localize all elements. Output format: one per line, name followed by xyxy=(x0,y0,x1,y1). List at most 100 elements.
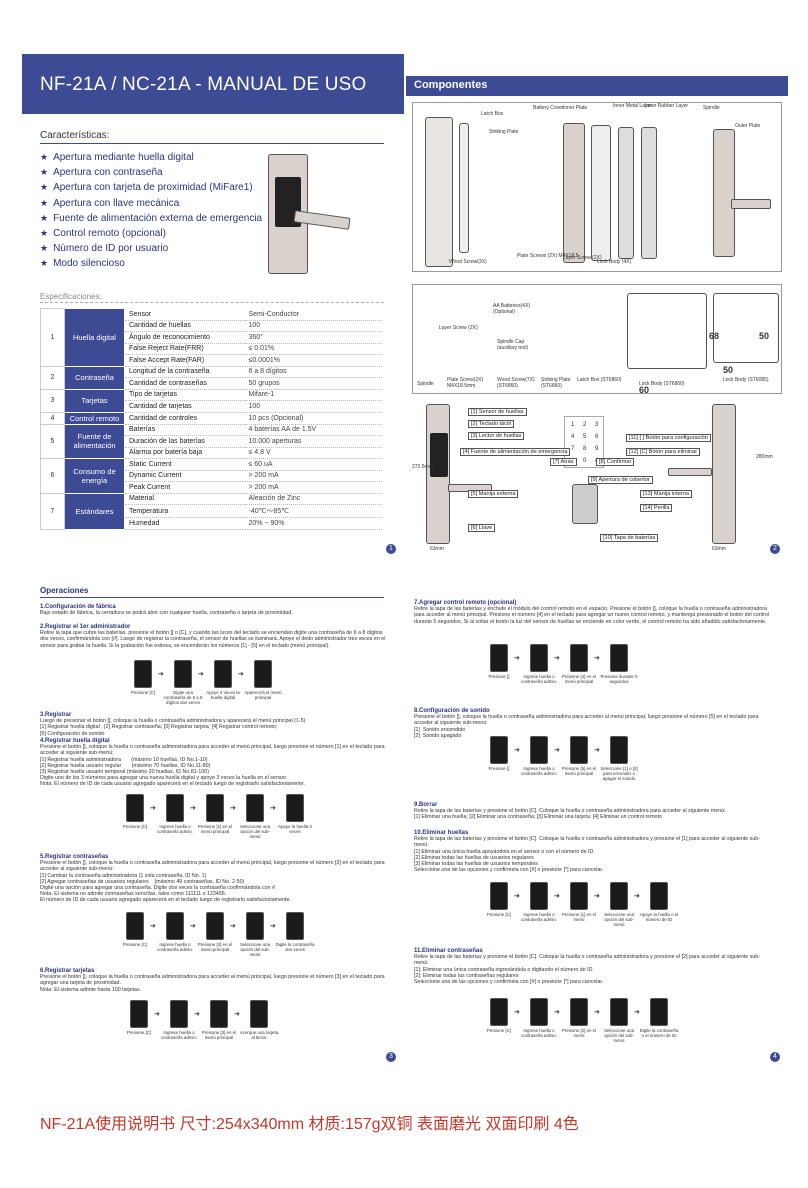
step-lock-icon xyxy=(570,736,588,764)
operation-heading: 5.Registrar contraseñas xyxy=(40,854,109,860)
spec-num: 5 xyxy=(40,423,65,459)
callout-label: [6] Llave xyxy=(468,524,496,532)
step-caption: Presione [5] en el menú principal xyxy=(561,766,597,776)
step-lock-icon xyxy=(126,912,144,940)
step-caption: Ingrese huella o contraseña admin. xyxy=(520,912,558,922)
step-caption: Presione [2] en el menú principal xyxy=(197,942,233,952)
arrow-icon: ➔ xyxy=(150,923,156,930)
spec-category: Tarjetas xyxy=(64,388,125,413)
part-label: Spindle xyxy=(417,381,434,387)
spec-item: Duración de las baterías xyxy=(124,435,245,448)
spec-item: Cantidad de controles xyxy=(124,412,245,425)
spec-value: 100 xyxy=(244,320,382,332)
spec-row: Temperatura-40℃～85℃ xyxy=(41,504,382,518)
operation-text: Retire la tapa de las baterías y presion… xyxy=(414,808,726,821)
operation-text: Bajo estado de fábrica, la cerradura se … xyxy=(40,610,293,617)
arrow-icon: ➔ xyxy=(194,1011,200,1018)
components-band: Componentes xyxy=(406,76,788,96)
step-caption: Ingrese huella o contraseña admin. xyxy=(156,942,194,952)
spec-value: ≤ 60 uA xyxy=(244,458,382,471)
callout-label: [5] Manija externa xyxy=(468,490,519,498)
spec-category: Huella digital xyxy=(64,308,125,367)
keypad-key: 1 xyxy=(571,422,575,428)
spec-item: Material xyxy=(124,493,245,505)
arrow-icon: ➔ xyxy=(514,1009,520,1016)
operation-text: Presione el botón [], coloque la huella … xyxy=(40,860,385,904)
operation-text: Presione el botón [], coloque la huella … xyxy=(414,714,759,739)
step-lock-icon xyxy=(610,882,628,910)
callout-label: [13] Manija interna xyxy=(640,490,693,498)
step-caption: Seleccione una opción del sub-menú xyxy=(239,942,271,957)
part-label: Latch Box (ST6860) xyxy=(577,377,622,383)
keypad-key: 0 xyxy=(583,458,587,464)
step-lock-icon xyxy=(490,882,508,910)
step-caption: Aparecerá el menú principal xyxy=(244,690,282,700)
spec-item: Cantidad de tarjetas xyxy=(124,400,245,413)
arrow-icon: ➔ xyxy=(554,1009,560,1016)
spec-num: 7 xyxy=(40,492,65,530)
feature-item: Apertura con tarjeta de proximidad (MiFa… xyxy=(40,180,262,195)
page-number: 2 xyxy=(770,544,780,554)
arrow-icon: ➔ xyxy=(594,1009,600,1016)
step-sequence: Presione [C] ➔ Ingrese huella o contraseña… xyxy=(487,998,690,1043)
exploded-label: Plate Screws (2X) M4X18.5 xyxy=(517,253,579,259)
feature-item: Fuente de alimentación externa de emerge… xyxy=(40,211,262,226)
arrow-icon: ➔ xyxy=(234,1011,240,1018)
part-label: Lock Body (ST6085) xyxy=(723,377,769,383)
step-caption: Presione [C] xyxy=(486,1028,512,1033)
parts-view: Layer Screw (2X)AA Batteries(4X) (Option… xyxy=(412,284,782,395)
arrow-icon: ➔ xyxy=(554,655,560,662)
arrow-icon: ➔ xyxy=(270,923,276,930)
spec-item: Tipo de tarjetas xyxy=(124,389,245,401)
exploded-label: Inner Plate xyxy=(563,105,588,111)
operation-text: Retire la tapa de las baterías y presion… xyxy=(414,836,760,874)
step-sequence: Presione [C]➔Ingrese huella o contraseña… xyxy=(123,912,326,957)
step-caption: Presione [C] xyxy=(486,912,512,917)
spec-category: Control remoto xyxy=(64,411,125,425)
step-lock-icon xyxy=(206,912,224,940)
step-sequence: Presione [C] ➔ Ingrese huella o contraseña… xyxy=(487,882,690,927)
part-label: Layer Screw (2X) xyxy=(439,325,478,331)
title-band: NF-21A / NC-21A - MANUAL DE USO xyxy=(22,54,404,114)
page-number: 1 xyxy=(386,544,396,554)
step-lock-icon xyxy=(126,794,144,822)
step-lock-icon xyxy=(490,998,508,1026)
spec-category: Estándares xyxy=(64,492,125,530)
spec-num: 3 xyxy=(40,388,65,413)
arrow-icon: ➔ xyxy=(554,893,560,900)
step-lock-icon xyxy=(570,644,588,672)
step-caption: Digite una contraseña de 6 a 8 dígitos d… xyxy=(163,690,203,705)
keypad-key: 8 xyxy=(583,446,587,452)
arrow-icon: ➔ xyxy=(514,747,520,754)
exploded-label: Outer Plate xyxy=(735,123,761,129)
step-caption: Ingrese huella o contraseña admin. xyxy=(520,1028,558,1038)
step-lock-icon xyxy=(650,998,668,1026)
spec-category: Consumo de energía xyxy=(64,458,125,494)
step-lock-icon xyxy=(166,912,184,940)
arrow-icon: ➔ xyxy=(270,805,276,812)
exploded-label: Wood Screw(3X) xyxy=(449,259,487,265)
step-lock-icon xyxy=(570,998,588,1026)
keypad-key: 4 xyxy=(571,434,575,440)
spec-value: 50 grupos xyxy=(244,377,382,390)
arrow-icon: ➔ xyxy=(238,671,244,678)
spec-value: 360° xyxy=(244,331,382,344)
step-lock-icon xyxy=(530,882,548,910)
step-lock-icon xyxy=(254,660,272,688)
arrow-icon: ➔ xyxy=(514,655,520,662)
operation-heading: 10.Eliminar huellas xyxy=(414,830,469,836)
size-label: 63mm xyxy=(712,546,726,552)
operation-heading: 9.Borrar xyxy=(414,802,438,808)
step-lock-icon xyxy=(250,1000,268,1028)
dimension-label: 68 xyxy=(709,331,720,341)
arrow-icon: ➔ xyxy=(158,671,164,678)
spec-item: Cantidad de huellas xyxy=(124,320,245,332)
